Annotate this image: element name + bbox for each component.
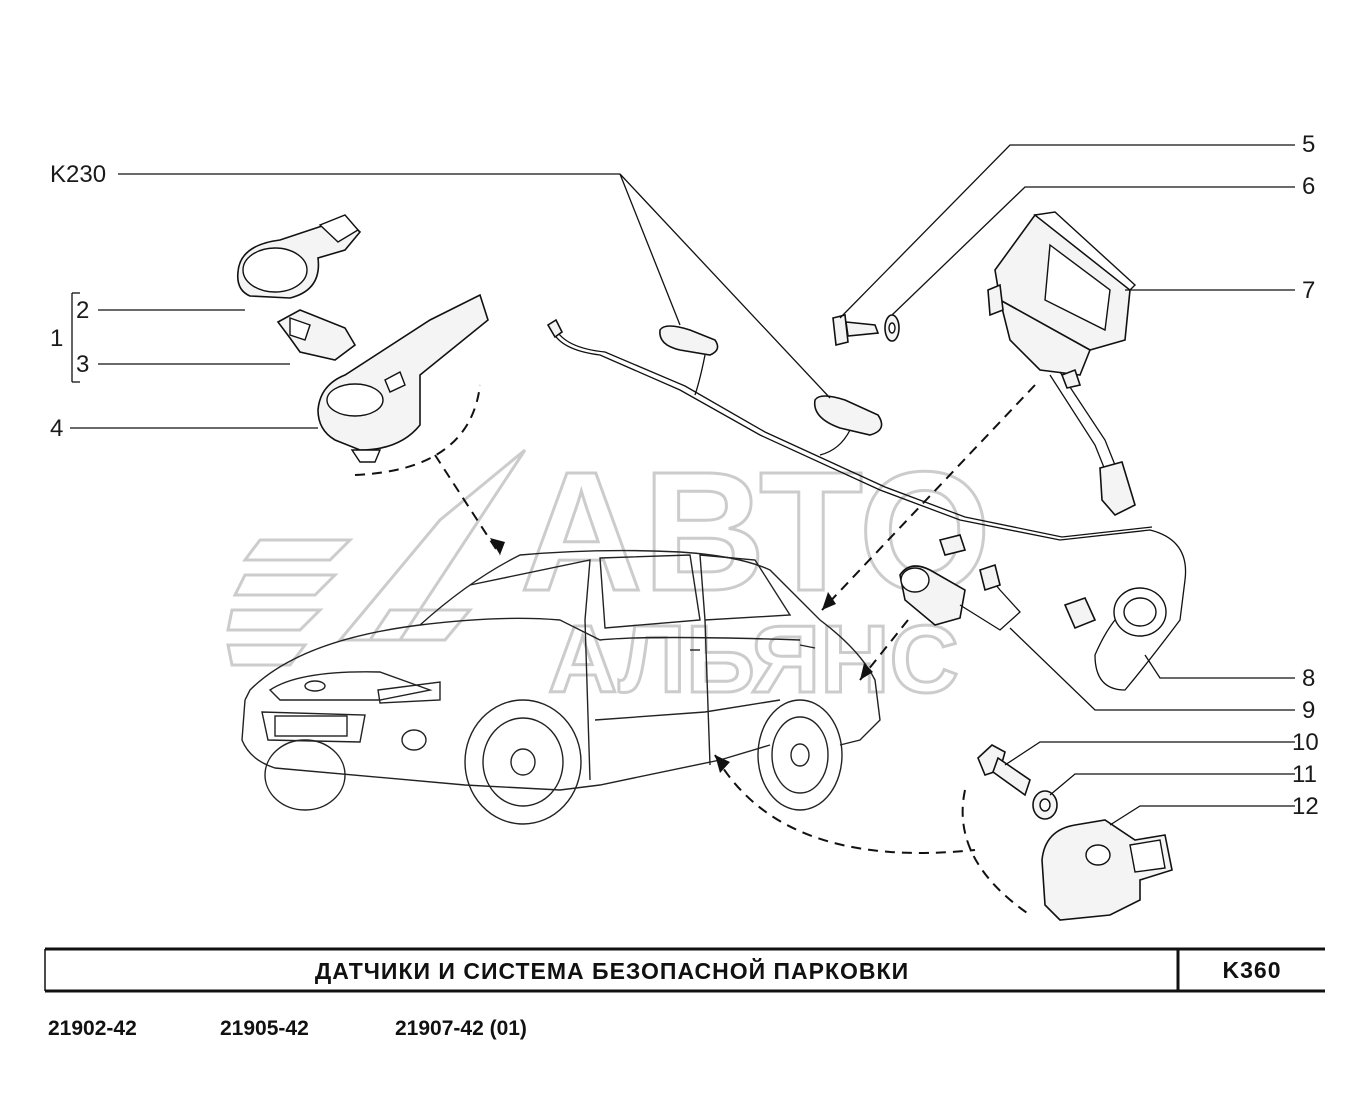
- page-code: K360: [1223, 957, 1282, 983]
- label-9: 9: [1302, 697, 1315, 724]
- label-6: 6: [1302, 173, 1315, 200]
- title-block: ДАТЧИКИ И СИСТЕМА БЕЗОПАСНОЙ ПАРКОВКИ K3…: [44, 947, 1325, 993]
- part-3-clip: [276, 309, 357, 361]
- wiring-harness-k230: [546, 318, 1187, 691]
- watermark-text-line2: АЛЬЯНС: [548, 606, 959, 713]
- label-2: 2: [76, 297, 89, 324]
- label-1: 1: [50, 325, 63, 352]
- watermark: АВТО АЛЬЯНС: [226, 436, 992, 715]
- page-title: ДАТЧИКИ И СИСТЕМА БЕЗОПАСНОЙ ПАРКОВКИ: [315, 957, 909, 984]
- part-7-control-unit: [987, 211, 1137, 516]
- label-12: 12: [1292, 793, 1319, 820]
- model-3: 21907-42 (01): [395, 1017, 527, 1040]
- label-8: 8: [1302, 665, 1315, 692]
- dashed-arc-front: [354, 384, 481, 476]
- leader-lines: [70, 144, 1295, 826]
- part-4-sensor-holder: [317, 293, 489, 463]
- part-12-sensor-housing: [1041, 819, 1173, 921]
- label-11: 11: [1292, 761, 1317, 788]
- dashed-indicators: [434, 384, 1036, 916]
- part-2-sensor-cover: [236, 214, 362, 299]
- label-7: 7: [1302, 277, 1315, 304]
- part-11-lock-washer: [1032, 790, 1058, 820]
- label-3: 3: [76, 351, 89, 378]
- label-k230: K230: [50, 161, 106, 188]
- car-sedan-illustration: [241, 549, 881, 825]
- model-1: 21902-42: [48, 1017, 137, 1040]
- model-2: 21905-42: [220, 1017, 309, 1040]
- label-10: 10: [1292, 729, 1319, 756]
- label-4: 4: [50, 415, 63, 442]
- part-6-washer: [884, 314, 900, 342]
- part-5-screw: [832, 314, 880, 346]
- label-5: 5: [1302, 131, 1315, 158]
- part-10-bolt: [977, 744, 1031, 797]
- arrowheads: [490, 538, 873, 773]
- part-9-sensor: [899, 563, 1021, 631]
- watermark-logo-icon: [226, 448, 527, 667]
